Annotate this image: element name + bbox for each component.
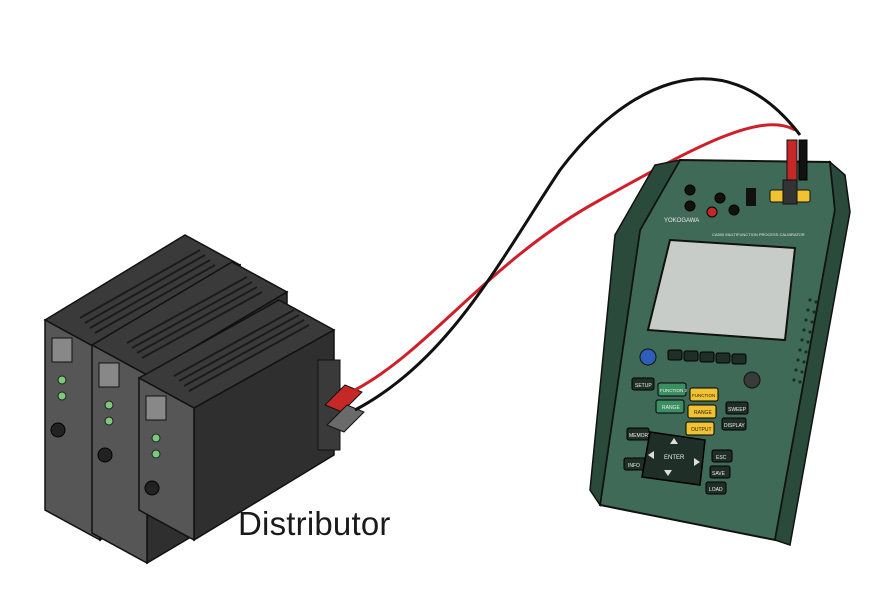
keypad: SETUP MEMORY INFO FUNCTION 2 RANGE FUNCT… bbox=[623, 348, 761, 495]
soft-keys bbox=[667, 349, 747, 365]
display-button[interactable] bbox=[721, 417, 747, 431]
status-led-icon bbox=[104, 416, 114, 426]
navigation-pad: ENTER bbox=[641, 431, 706, 486]
red-test-lead bbox=[354, 123, 796, 392]
tc-connector-icon bbox=[746, 188, 756, 206]
svg-text:RANGE: RANGE bbox=[694, 410, 712, 416]
soft-key-1[interactable] bbox=[667, 349, 683, 361]
speaker-grille bbox=[792, 298, 818, 384]
arrow-right-icon[interactable] bbox=[694, 458, 700, 466]
status-led-icon bbox=[57, 391, 67, 401]
model-label: CA500 MULTIFUNCTION PROCESS CALIBRATOR bbox=[712, 232, 805, 237]
rj45-port-icon bbox=[51, 337, 73, 363]
adjust-knob-icon bbox=[97, 447, 113, 463]
svg-text:LOAD: LOAD bbox=[709, 487, 723, 493]
terminal-panel: YOKOGAWA CA500 MULTIFUNCTION PROCESS CAL… bbox=[664, 139, 811, 237]
soft-key-2[interactable] bbox=[683, 350, 699, 362]
status-led-icon bbox=[104, 400, 114, 410]
svg-text:MEMORY: MEMORY bbox=[629, 433, 652, 439]
output-button[interactable] bbox=[685, 421, 715, 436]
enter-button[interactable]: ENTER bbox=[664, 455, 685, 461]
soft-key-5[interactable] bbox=[731, 353, 747, 365]
brand-label: YOKOGAWA bbox=[664, 218, 699, 224]
adjust-knob-icon bbox=[50, 422, 66, 438]
svg-text:FUNCTION 2: FUNCTION 2 bbox=[660, 388, 687, 393]
rj45-port-icon bbox=[145, 395, 167, 421]
input-jack-icon bbox=[684, 184, 696, 196]
function2-button[interactable] bbox=[657, 382, 687, 397]
distributor-module-3 bbox=[137, 299, 341, 542]
status-led-icon bbox=[151, 433, 161, 443]
adjust-knob-icon bbox=[144, 480, 160, 496]
svg-text:SWEEP: SWEEP bbox=[728, 407, 747, 413]
arrow-down-icon[interactable] bbox=[664, 470, 672, 476]
backlight-button[interactable] bbox=[743, 371, 761, 389]
soft-key-3[interactable] bbox=[699, 351, 715, 363]
soft-key-4[interactable] bbox=[715, 352, 731, 364]
svg-text:SETUP: SETUP bbox=[635, 383, 652, 389]
status-led-icon bbox=[57, 375, 67, 385]
lcd-screen bbox=[646, 238, 797, 342]
arrow-left-icon[interactable] bbox=[648, 451, 654, 459]
distributor-caption: Distributor bbox=[238, 505, 391, 542]
rj45-port-icon bbox=[98, 362, 120, 388]
arrow-up-icon[interactable] bbox=[670, 438, 678, 444]
status-led-icon bbox=[151, 449, 161, 459]
svg-text:INFO: INFO bbox=[628, 463, 640, 469]
svg-text:ESC: ESC bbox=[716, 455, 727, 461]
range1-button[interactable] bbox=[687, 404, 717, 419]
svg-text:OUTPUT: OUTPUT bbox=[691, 427, 712, 433]
setup-button[interactable] bbox=[631, 377, 655, 391]
input-jack-icon bbox=[706, 206, 718, 218]
svg-text:FUNCTION 1: FUNCTION 1 bbox=[692, 393, 719, 398]
svg-text:SAVE: SAVE bbox=[712, 471, 726, 477]
distributor bbox=[43, 234, 365, 565]
svg-text:RANGE: RANGE bbox=[662, 405, 680, 411]
power-button[interactable] bbox=[639, 348, 657, 366]
load-button[interactable] bbox=[705, 481, 727, 495]
input-jack-icon bbox=[684, 200, 696, 212]
function1-button[interactable] bbox=[689, 387, 719, 402]
black-test-lead bbox=[354, 77, 802, 412]
distributor-probe-tips bbox=[324, 384, 365, 433]
input-jack-icon bbox=[728, 204, 740, 216]
esc-button[interactable] bbox=[711, 449, 733, 463]
svg-text:DISPLAY: DISPLAY bbox=[724, 423, 745, 429]
input-jack-icon bbox=[714, 192, 726, 204]
test-leads bbox=[354, 77, 802, 412]
calibrator: YOKOGAWA CA500 MULTIFUNCTION PROCESS CAL… bbox=[589, 139, 851, 546]
save-button[interactable] bbox=[709, 465, 731, 479]
sweep-button[interactable] bbox=[725, 401, 749, 415]
range2-button[interactable] bbox=[655, 399, 685, 414]
